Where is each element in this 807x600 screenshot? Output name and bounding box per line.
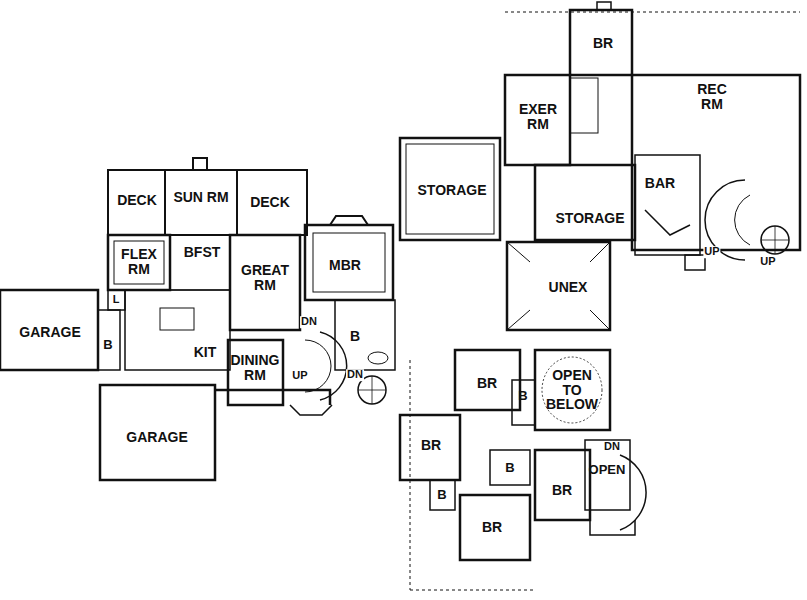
room: B	[335, 300, 395, 360]
room: SUN RM	[165, 170, 237, 235]
room-label: BR	[593, 36, 613, 51]
room-label: BAR	[645, 176, 675, 191]
room: REC RM	[632, 75, 800, 180]
room-label: FLEX RM	[117, 247, 161, 276]
room-label: UNEX	[549, 280, 588, 295]
room: B	[512, 380, 535, 425]
room-label: B	[518, 389, 527, 403]
room-label: EXER RM	[513, 102, 563, 131]
room-label: BR	[482, 520, 502, 535]
room: BR	[535, 450, 590, 520]
room-label: BR	[421, 438, 441, 453]
stair-label: UP	[703, 246, 720, 258]
room-label: BFST	[184, 245, 221, 260]
room-label: STORAGE	[556, 211, 625, 226]
room: STORAGE	[535, 165, 635, 240]
room-label: GREAT RM	[240, 263, 290, 292]
room-label: OPEN TO BELOW	[544, 368, 600, 412]
room-label: GARAGE	[19, 325, 80, 340]
room: UNEX	[507, 242, 610, 330]
room-label: BR	[552, 483, 572, 498]
room: STORAGE	[400, 138, 500, 240]
room-label: SUN RM	[173, 190, 228, 205]
room-label: L	[113, 294, 120, 306]
room: BR	[455, 350, 520, 410]
room: BAR	[635, 155, 700, 210]
room-label: DECK	[117, 193, 157, 208]
room: DECK	[108, 170, 165, 235]
room-label: B	[103, 338, 112, 352]
room-label: MBR	[329, 258, 361, 273]
room: FLEX RM	[108, 235, 170, 290]
room-label: KIT	[194, 345, 217, 360]
room-label: GARAGE	[126, 430, 187, 445]
room: DINING RM	[228, 340, 283, 405]
room-label: DECK	[250, 195, 290, 210]
stair-label: DN	[346, 369, 364, 381]
room: DECK	[237, 170, 307, 235]
room: GARAGE	[100, 385, 215, 480]
stair-label: UP	[759, 256, 776, 268]
room-label: DINING RM	[229, 353, 281, 382]
room-label: B	[505, 461, 514, 475]
room: BR	[400, 415, 460, 480]
room: B	[490, 450, 530, 485]
room: L	[108, 290, 125, 310]
stair-label: DN	[603, 441, 621, 453]
room: BR	[460, 495, 530, 560]
stair-label: UP	[291, 370, 308, 382]
room: EXER RM	[505, 75, 570, 165]
room: BFST	[170, 235, 230, 290]
room-label: B	[350, 329, 360, 344]
room: BR	[570, 10, 632, 75]
room: KIT	[125, 290, 230, 370]
stair-label: DN	[300, 316, 318, 328]
room-label: REC RM	[692, 82, 732, 111]
room: OPEN TO BELOW	[535, 350, 610, 430]
room-label: B	[437, 488, 446, 502]
room: B	[98, 310, 120, 370]
room: GARAGE	[0, 290, 98, 370]
room-label: BR	[477, 376, 497, 391]
room: GREAT RM	[230, 235, 300, 330]
room: MBR	[305, 225, 393, 300]
room: B	[430, 480, 455, 510]
room-label: STORAGE	[418, 183, 487, 198]
room-label: OPEN	[589, 463, 626, 477]
